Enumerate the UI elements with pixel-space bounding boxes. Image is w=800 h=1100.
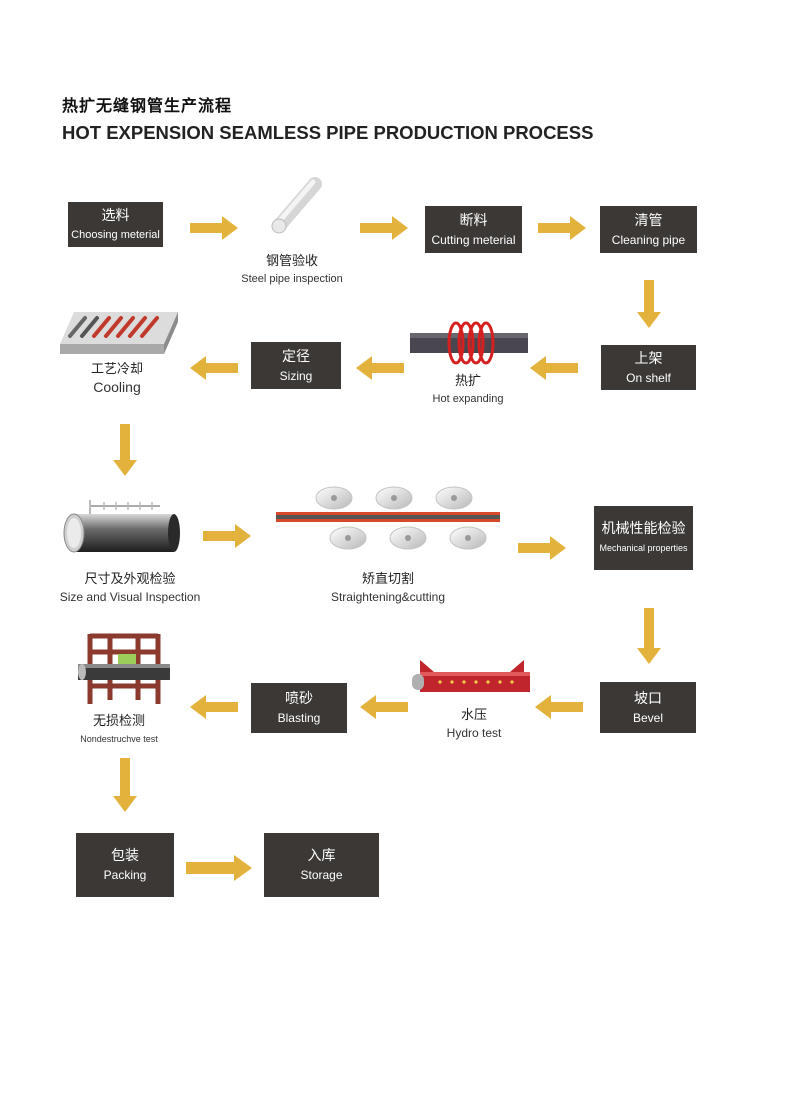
ndt-frame-illustration — [78, 633, 170, 704]
arrow-left-icon — [535, 695, 583, 719]
straightening-rollers-illustration — [276, 486, 500, 550]
step-label-en: Straightening&cutting — [330, 590, 446, 604]
arrow-right-icon — [203, 524, 251, 548]
step-label-cn: 矫直切割 — [361, 572, 414, 587]
step-label-cn: 钢管验收 — [265, 254, 318, 269]
step-mechanical-properties: 机械性能检验 Mechanical properties — [594, 506, 693, 570]
step-cleaning-pipe: 清管 Cleaning pipe — [600, 206, 697, 253]
step-cutting-material: 断料 Cutting meterial — [425, 206, 522, 253]
step-label-cn: 机械性能检验 — [601, 521, 686, 537]
arrow-down-icon — [637, 280, 661, 328]
step-choosing-material: 选料 Choosing meterial — [68, 202, 163, 247]
page-title-cn: 热扩无缝钢管生产流程 — [62, 96, 233, 115]
step-packing: 包装 Packing — [76, 833, 174, 897]
step-label-en: Hydro test — [446, 726, 502, 740]
step-nondestructive-test: 无损检测 Nondestruchve test — [19, 713, 219, 747]
step-label-en: Cleaning pipe — [611, 232, 686, 247]
step-label-cn: 断料 — [459, 212, 488, 229]
step-label-en: Steel pipe inspection — [241, 273, 343, 285]
step-label-en: Cooling — [93, 379, 141, 395]
step-label-cn: 坡口 — [634, 690, 662, 707]
arrow-right-icon — [190, 216, 238, 240]
step-storage: 入库 Storage — [264, 833, 379, 897]
cooling-bed-illustration — [60, 312, 178, 354]
hot-expanding-coil-illustration — [410, 321, 528, 365]
step-label-cn: 选料 — [101, 207, 130, 224]
arrow-left-icon — [190, 695, 238, 719]
large-pipe-measuring-illustration — [63, 500, 180, 553]
step-label-en: Mechanical properties — [599, 543, 688, 553]
arrow-left-icon — [530, 356, 578, 380]
step-label-en: Storage — [300, 868, 343, 882]
hydro-test-illustration — [412, 660, 530, 692]
step-label-en: Choosing meterial — [71, 228, 160, 241]
step-label-en: Blasting — [277, 711, 321, 725]
step-label-en: Bevel — [632, 710, 664, 725]
arrow-left-icon — [190, 356, 238, 380]
step-steel-pipe-inspection: 钢管验收 Steel pipe inspection — [192, 253, 392, 287]
step-hydro-test: 水压 Hydro test — [374, 707, 574, 741]
step-size-visual-inspection: 尺寸及外观检验 Size and Visual Inspection — [30, 571, 230, 605]
step-label-cn: 清管 — [634, 212, 663, 229]
step-label-cn: 尺寸及外观检验 — [84, 572, 176, 587]
step-label-cn: 喷砂 — [285, 691, 313, 707]
steel-pipe-illustration — [271, 177, 322, 234]
arrow-right-icon — [518, 536, 566, 560]
step-label-cn: 上架 — [634, 350, 663, 367]
step-label-cn: 水压 — [460, 708, 487, 723]
step-label-cn: 包装 — [111, 848, 139, 864]
step-label-cn: 无损检测 — [92, 714, 145, 729]
step-label-en: Sizing — [279, 368, 313, 383]
step-label-en: On shelf — [626, 370, 671, 385]
arrow-right-icon — [360, 216, 408, 240]
arrow-left-icon — [356, 356, 404, 380]
step-label-en: Size and Visual Inspection — [59, 590, 201, 604]
step-label-en: Hot expanding — [432, 393, 504, 405]
arrow-right-icon — [538, 216, 586, 240]
step-label-cn: 入库 — [307, 848, 336, 864]
arrow-left-icon — [360, 695, 408, 719]
arrow-right-icon — [186, 855, 252, 881]
step-bevel: 坡口 Bevel — [600, 682, 696, 733]
arrow-down-icon — [113, 758, 137, 812]
step-on-shelf: 上架 On shelf — [601, 345, 696, 390]
step-blasting: 喷砂 Blasting — [251, 683, 347, 733]
step-sizing: 定径 Sizing — [251, 342, 341, 389]
step-label-en: Cutting meterial — [431, 232, 516, 247]
step-label-cn: 热扩 — [454, 374, 481, 389]
step-label-cn: 工艺冷却 — [90, 362, 143, 377]
step-label-en: Packing — [103, 868, 147, 882]
step-label-cn: 定径 — [282, 348, 310, 365]
step-label-en: Nondestruchve test — [80, 734, 158, 744]
page-title-en: HOT EXPENSION SEAMLESS PIPE PRODUCTION P… — [62, 122, 594, 143]
step-straightening-cutting: 矫直切割 Straightening&cutting — [288, 571, 488, 605]
step-cooling: 工艺冷却 Cooling — [17, 361, 217, 395]
arrow-down-icon — [637, 608, 661, 664]
arrow-down-icon — [113, 424, 137, 476]
step-hot-expanding: 热扩 Hot expanding — [368, 373, 568, 407]
